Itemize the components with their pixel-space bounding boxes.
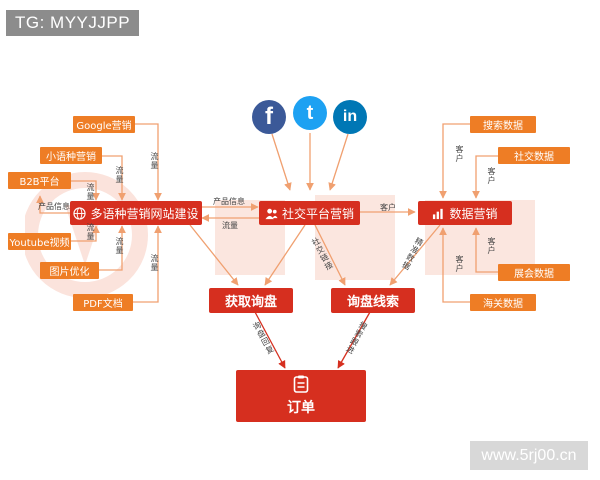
linkedin-icon: in [333, 100, 367, 134]
watermark-site-url: www.5rj00.cn [470, 441, 588, 470]
users-icon [265, 207, 278, 220]
node-order: 订单 [236, 370, 366, 422]
node-get-inquiry: 获取询盘 [209, 288, 293, 313]
node-search-data: 搜索数据 [470, 116, 536, 133]
label-traffic-google: 流量 [150, 152, 159, 170]
node-social-data: 社交数据 [498, 147, 570, 164]
label-traffic-pdf: 流量 [150, 254, 159, 272]
twitter-icon: t [293, 96, 327, 130]
globe-icon [73, 206, 87, 220]
node-social-marketing: 社交平台营销 [259, 201, 360, 225]
label-traffic-image: 流量 [115, 237, 124, 255]
chart-icon [432, 207, 445, 220]
node-website-building: 多语种营销网站建设 [70, 201, 202, 225]
label-customer-exhibition: 客户 [487, 237, 496, 255]
label-product-info-social: 产品信息 [213, 197, 245, 206]
order-label: 订单 [287, 400, 315, 416]
label-traffic-youtube: 流量 [86, 223, 95, 241]
node-minor-language-marketing: 小语种营销 [40, 147, 102, 164]
order-icon [292, 375, 310, 397]
website-label: 多语种营销网站建设 [90, 206, 199, 221]
social-label: 社交平台营销 [281, 206, 354, 221]
node-google-marketing: Google营销 [73, 116, 135, 133]
label-traffic-b2b: 流量 [86, 183, 95, 201]
label-traffic-social: 流量 [222, 221, 238, 230]
label-product-info-b2b: 产品信息 [38, 202, 70, 211]
node-b2b-platform: B2B平台 [8, 172, 71, 189]
node-customs-data: 海关数据 [470, 294, 536, 311]
watermark-top-left: TG: MYYJJPP [6, 10, 140, 36]
node-pdf-document: PDF文档 [73, 294, 133, 311]
data-label: 数据营销 [449, 206, 498, 221]
label-customer-search: 客户 [455, 145, 464, 163]
node-youtube-video: Youtube视频 [8, 233, 71, 250]
label-customer-social: 客户 [487, 167, 496, 185]
label-traffic-minor: 流量 [115, 166, 124, 184]
label-customer-customs: 客户 [455, 255, 464, 273]
label-customer-social-data: 客户 [380, 203, 396, 212]
node-exhibition-data: 展会数据 [498, 264, 570, 281]
node-data-marketing: 数据营销 [418, 201, 512, 225]
node-inquiry-leads: 询盘线索 [331, 288, 415, 313]
node-image-optimization: 图片优化 [40, 262, 99, 279]
facebook-icon: f [252, 100, 286, 134]
